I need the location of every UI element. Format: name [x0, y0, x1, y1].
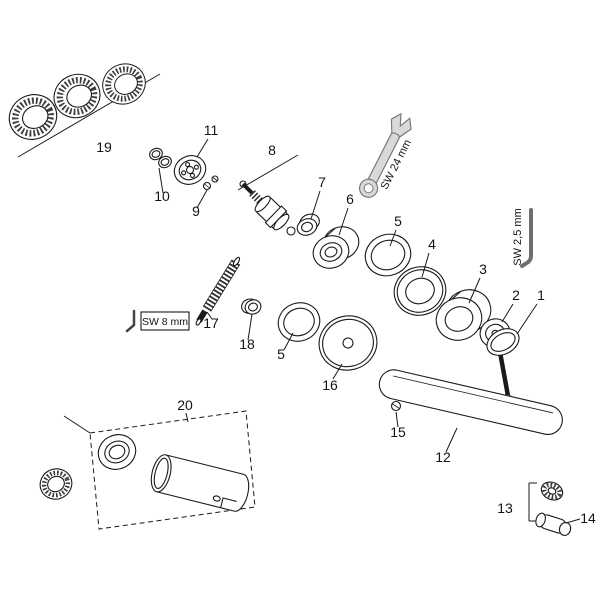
part-12-spout: 12 — [378, 369, 563, 465]
part-6-leader-line — [338, 207, 349, 236]
part-label-1: 1 — [537, 287, 545, 303]
part-19-sleeves: 19 — [2, 57, 161, 158]
allen-key-sw25-label: SW 2,5 mm — [512, 208, 524, 265]
part-4-spacer-ring: 4 — [393, 236, 447, 316]
part-1-leader-line — [516, 303, 538, 335]
part-label-9: 9 — [192, 203, 200, 219]
part-label-16: 16 — [322, 377, 338, 393]
part-label-2: 2 — [512, 287, 520, 303]
knurled-sleeve-icon — [96, 57, 152, 111]
part-label-4: 4 — [428, 236, 436, 252]
part-label-10: 10 — [154, 188, 170, 204]
part-8-leader-line — [237, 154, 299, 191]
part-9-leader-line — [196, 189, 208, 209]
handle-pin — [497, 349, 511, 399]
allen-key-sw8-icon — [125, 309, 136, 333]
sw8-label-box — [140, 311, 190, 331]
part-label-15: 15 — [390, 424, 406, 440]
part-11-perforated-disc: 11 — [173, 122, 219, 185]
part-label-13: 13 — [497, 500, 513, 516]
part-label-7: 7 — [318, 174, 326, 190]
protection-sleeve — [150, 454, 250, 512]
part-label-11: 11 — [204, 122, 219, 138]
part-3-leader-line — [468, 277, 481, 304]
part-17-leader-line — [206, 311, 213, 320]
part-9-screws: 9 — [192, 175, 219, 219]
part-20-dashed-outline — [89, 410, 256, 530]
part-10-leader-line — [158, 167, 164, 194]
part-18-bushing: 18 — [239, 298, 262, 352]
part-10-orings: 10 — [149, 147, 172, 204]
part-20-sleeve-set: 20 — [39, 397, 256, 530]
part-label-6: 6 — [346, 191, 354, 207]
part-6-sleeve: 6 — [312, 191, 360, 269]
part-14-outlet-elbow: 14 — [535, 510, 596, 536]
part-16-escutcheon: 16 — [318, 315, 378, 393]
part-12-leader-line — [445, 427, 458, 453]
part-label-14: 14 — [580, 510, 596, 526]
part-label-5-upper: 5 — [394, 213, 402, 229]
part-label-17: 17 — [203, 315, 219, 331]
part-4-leader-line — [421, 252, 430, 278]
allen-key-sw8-box: SW 8 mm — [125, 309, 190, 333]
part-5-lower-leader-line — [283, 332, 294, 351]
stud-threads — [203, 259, 240, 312]
allen-key-sw8-label: SW 8 mm — [142, 316, 188, 328]
handle-head — [486, 328, 520, 356]
cartridge-spline-shaft — [249, 190, 266, 207]
allen-key-sw25-icon: SW 2,5 mm — [512, 208, 533, 268]
part-3-sleeve: 3 — [435, 261, 492, 341]
part-7-leader-line — [310, 190, 321, 220]
part-2-leader-line — [501, 303, 514, 323]
part-label-5-lower: 5 — [277, 346, 285, 362]
part-8-cartridge: 8 — [237, 142, 299, 236]
part-label-12: 12 — [435, 449, 451, 465]
small-knurled-ring — [39, 468, 73, 500]
part-16-leader-line — [332, 363, 343, 380]
part-18-leader-line — [247, 313, 253, 341]
part-label-20: 20 — [177, 397, 193, 413]
part-15-set-screw: 15 — [390, 400, 406, 440]
part-label-8: 8 — [268, 142, 276, 158]
part-5-upper-seal: 5 — [364, 213, 412, 277]
medium-ring — [97, 434, 137, 470]
part-label-18: 18 — [239, 336, 255, 352]
part-label-19: 19 — [96, 139, 112, 155]
part-11-leader-line — [196, 138, 209, 158]
part-13-aerator: 13 — [497, 481, 564, 522]
part-14-leader-line — [565, 518, 581, 524]
part-7-ring-nut: 7 — [296, 174, 326, 236]
part-label-3: 3 — [479, 261, 487, 277]
wrench-sw24-icon: SW 24 mm — [358, 112, 414, 198]
part-1-lever-handle: 1 — [486, 287, 545, 401]
part-20-leader-line — [185, 412, 189, 423]
part-5-lower-seal: 5 — [277, 302, 321, 362]
part-17-threaded-stud: 17 — [195, 256, 241, 331]
part-5-upper-leader-line — [389, 229, 397, 247]
cartridge-body — [254, 195, 290, 231]
part-15-leader-line — [395, 411, 399, 428]
